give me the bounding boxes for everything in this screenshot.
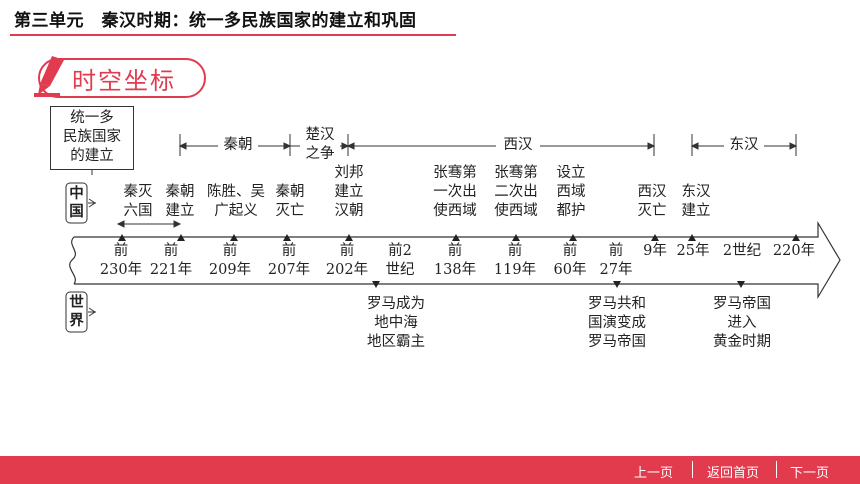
world-rome1-3: 地区霸主 xyxy=(367,334,425,350)
tick-207-1: 前 xyxy=(281,243,297,259)
section-badge xyxy=(38,58,206,98)
row-label-china-1: 中 xyxy=(69,185,84,202)
period-donghan: 东汉 xyxy=(729,137,759,153)
world-rome2-2: 国演变成 xyxy=(588,315,646,331)
prev-page-link[interactable]: 上一页 xyxy=(634,466,674,481)
theme-line-3: 的建立 xyxy=(70,148,114,164)
tick-209-2: 209年 xyxy=(208,262,252,278)
row-label-china-2: 国 xyxy=(69,203,84,220)
event-zq2-2: 二次出 xyxy=(494,184,538,200)
event-qin-mie-1: 秦灭 xyxy=(123,184,153,200)
tick-60-1: 前 xyxy=(562,243,578,259)
footer-bar xyxy=(0,456,860,484)
theme-line-1: 统一多 xyxy=(70,110,114,126)
tick-138-1: 前 xyxy=(447,243,463,259)
row-label-boxes xyxy=(65,182,96,333)
home-link[interactable]: 返回首页 xyxy=(707,466,760,481)
event-xihan-mie-2: 灭亡 xyxy=(637,203,667,219)
timeline-arrow xyxy=(69,220,841,300)
event-xihan-mie-1: 西汉 xyxy=(637,184,667,200)
tick-9: 9年 xyxy=(643,243,667,259)
world-rome2-1: 罗马共和 xyxy=(588,296,646,312)
world-markers xyxy=(372,281,745,288)
event-qin-miewang-2: 灭亡 xyxy=(275,203,305,219)
page-title: 第三单元 秦汉时期：统一多民族国家的建立和巩固 xyxy=(14,11,417,31)
span-arrow xyxy=(116,220,182,228)
theme-line-2: 民族国家 xyxy=(63,129,121,145)
tick-25: 25年 xyxy=(676,243,710,259)
event-liubang-1: 刘邦 xyxy=(334,165,364,181)
event-zq1-1: 张骞第 xyxy=(433,165,477,181)
event-duhufu-3: 都护 xyxy=(556,203,586,219)
event-zq1-3: 使西域 xyxy=(433,203,477,219)
world-rome2-3: 罗马帝国 xyxy=(588,334,646,350)
tick-202-2: 202年 xyxy=(325,262,369,278)
world-rome1-1: 罗马成为 xyxy=(367,296,425,312)
world-rome3-1: 罗马帝国 xyxy=(713,296,771,312)
title-underline xyxy=(10,34,456,36)
world-rome3-3: 黄金时期 xyxy=(713,334,771,350)
tick-27-1: 前 xyxy=(608,243,624,259)
period-chuhan-1: 楚汉 xyxy=(305,127,335,143)
footer-divider xyxy=(692,461,693,478)
event-qin-mie-2: 六国 xyxy=(123,203,153,219)
tick-202-1: 前 xyxy=(339,243,355,259)
event-zq2-3: 使西域 xyxy=(494,203,538,219)
tick-230-1: 前 xyxy=(113,243,129,259)
event-duhufu-2: 西域 xyxy=(556,184,586,200)
period-xihan: 西汉 xyxy=(503,137,533,153)
tick-209-1: 前 xyxy=(222,243,238,259)
event-donghan-jl-1: 东汉 xyxy=(681,184,711,200)
event-chen-wu-2: 广起义 xyxy=(214,203,258,219)
period-chuhan-2: 之争 xyxy=(305,146,335,162)
tick-2s: 2世纪 xyxy=(722,243,762,259)
world-rome1-2: 地中海 xyxy=(374,315,418,331)
event-donghan-jl-2: 建立 xyxy=(681,203,711,219)
tick-230-2: 230年 xyxy=(99,262,143,278)
tick-2c-1: 前2 xyxy=(388,243,412,259)
event-qin-miewang-1: 秦朝 xyxy=(275,184,305,200)
world-rome3-2: 进入 xyxy=(727,315,757,331)
next-page-link[interactable]: 下一页 xyxy=(790,466,830,481)
tick-207-2: 207年 xyxy=(267,262,311,278)
footer-divider xyxy=(776,461,777,478)
event-liubang-2: 建立 xyxy=(334,184,364,200)
tick-221-2: 221年 xyxy=(149,262,193,278)
china-markers xyxy=(118,234,800,241)
event-zq1-2: 一次出 xyxy=(433,184,477,200)
event-duhufu-1: 设立 xyxy=(556,165,586,181)
theme-box xyxy=(50,106,134,170)
event-liubang-3: 汉朝 xyxy=(334,203,364,219)
event-qin-jianli-1: 秦朝 xyxy=(165,184,195,200)
period-qin: 秦朝 xyxy=(223,137,253,153)
tick-2c-2: 世纪 xyxy=(385,262,415,278)
tick-119-1: 前 xyxy=(507,243,523,259)
pencil-icon xyxy=(34,56,64,97)
row-label-world-2: 界 xyxy=(69,312,84,329)
row-label-world-1: 世 xyxy=(69,294,84,311)
event-zq2-1: 张骞第 xyxy=(494,165,538,181)
tick-27-2: 27年 xyxy=(599,262,633,278)
event-qin-jianli-2: 建立 xyxy=(165,203,195,219)
period-brackets xyxy=(178,134,798,156)
tick-138-2: 138年 xyxy=(433,262,477,278)
tick-119-2: 119年 xyxy=(493,262,537,278)
event-chen-wu-1: 陈胜、吴 xyxy=(207,184,265,200)
tick-60-2: 60年 xyxy=(553,262,587,278)
tick-220: 220年 xyxy=(772,243,816,259)
section-title: 时空坐标 xyxy=(72,67,176,95)
tick-221-1: 前 xyxy=(163,243,179,259)
